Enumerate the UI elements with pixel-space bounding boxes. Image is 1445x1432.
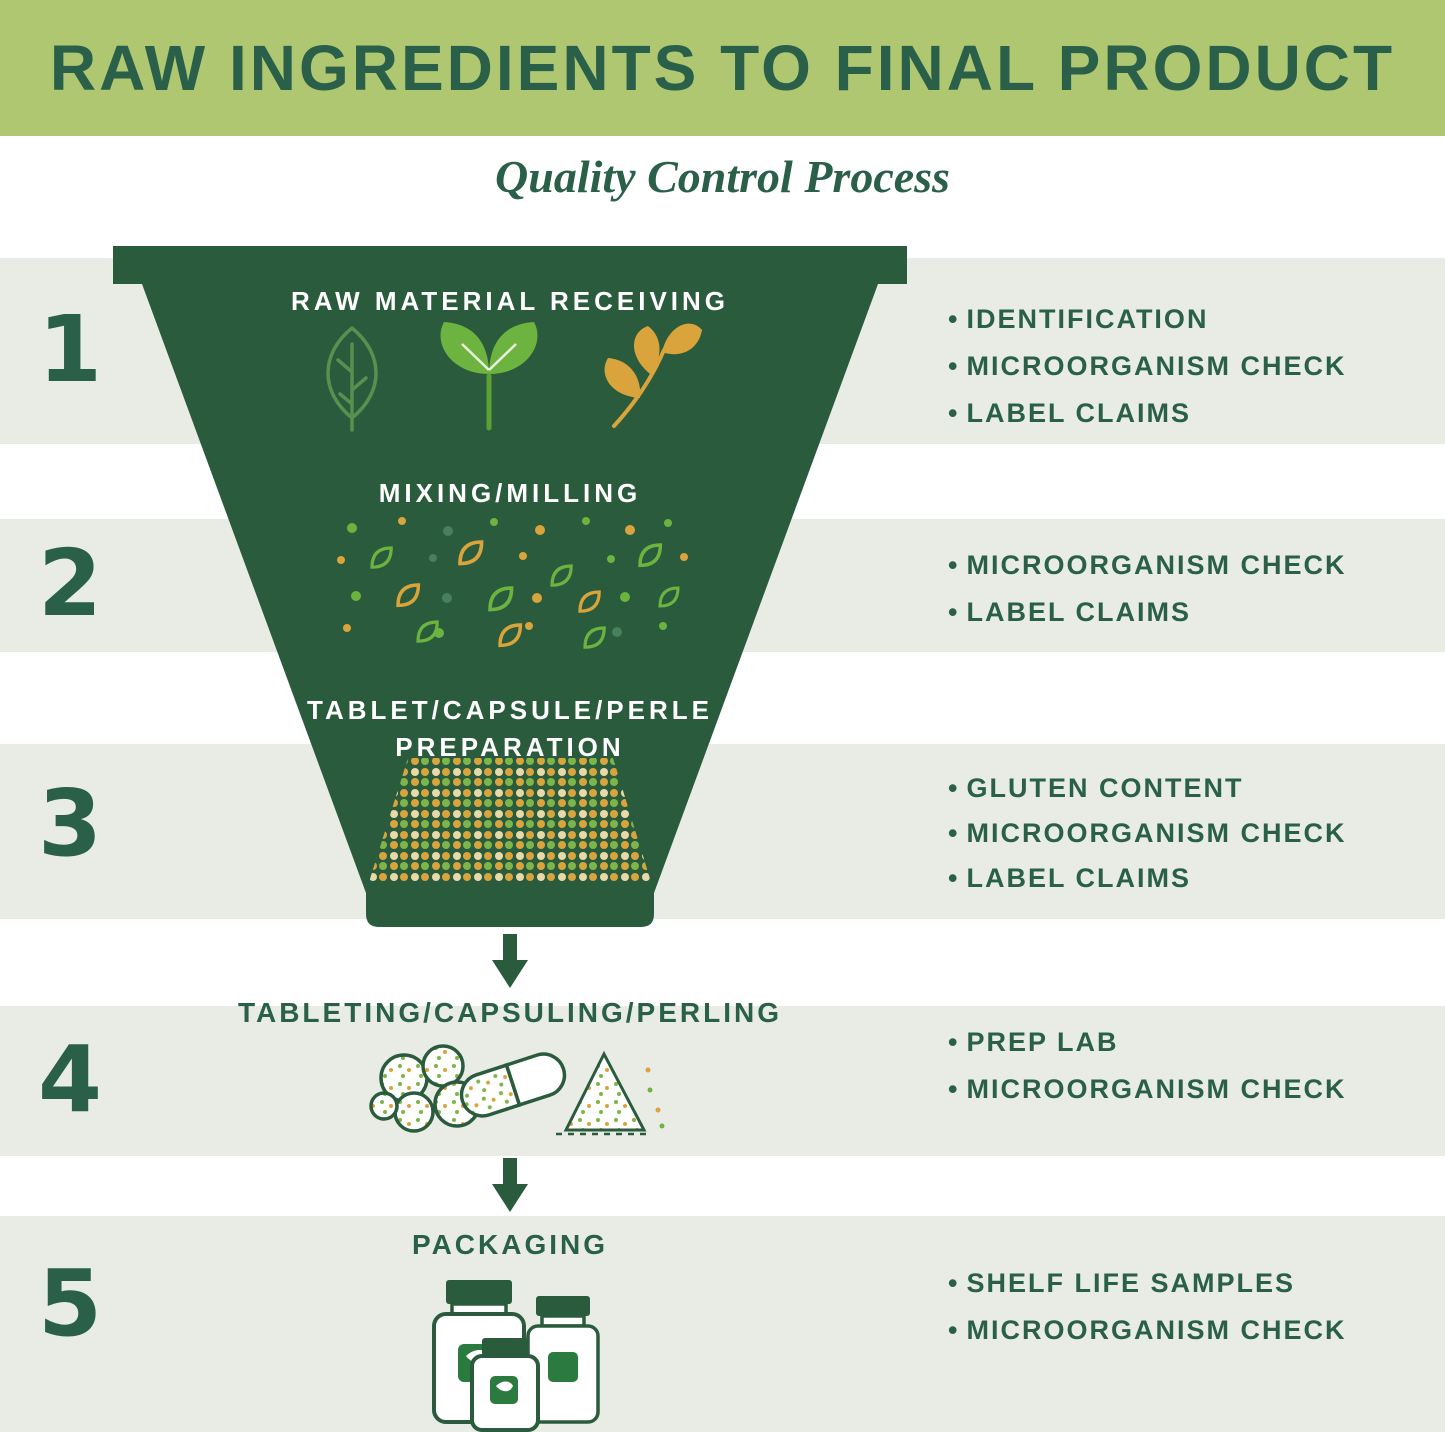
check-item: LABEL CLAIMS — [948, 856, 1346, 901]
stage2-label: MIXING/MILLING — [378, 478, 642, 508]
stage3-label: TABLET/CAPSULE/PERLE PREPARATION — [160, 692, 860, 766]
step-number-3: 3 — [37, 770, 102, 877]
check-item: LABEL CLAIMS — [948, 589, 1346, 636]
check-item: IDENTIFICATION — [948, 296, 1346, 343]
bottles-icon — [432, 1280, 600, 1432]
check-item: SHELF LIFE SAMPLES — [948, 1260, 1346, 1307]
step3-checks: GLUTEN CONTENT MICROORGANISM CHECK LABEL… — [948, 766, 1346, 901]
granule-fill-pattern — [369, 758, 651, 882]
step4-label: TABLETING/CAPSULING/PERLING — [237, 997, 783, 1028]
stage1-label: RAW MATERIAL RECEIVING — [290, 286, 730, 316]
mixing-scatter-pattern — [337, 517, 688, 649]
powder-icon — [556, 1050, 665, 1136]
tablets-icon — [369, 1044, 481, 1133]
step-number-4: 4 — [37, 1026, 102, 1133]
stage3-label-line2: PREPARATION — [395, 732, 625, 762]
check-item: MICROORGANISM CHECK — [948, 1307, 1346, 1354]
step5-label: PACKAGING — [411, 1229, 609, 1260]
sprout-icon — [440, 322, 538, 431]
page-title: RAW INGREDIENTS TO FINAL PRODUCT — [49, 32, 1396, 104]
step5-checks: SHELF LIFE SAMPLES MICROORGANISM CHECK — [948, 1260, 1346, 1354]
check-item: MICROORGANISM CHECK — [948, 1066, 1346, 1113]
subtitle: Quality Control Process — [495, 151, 950, 202]
brand-logo-icon — [548, 1352, 578, 1382]
check-item: LABEL CLAIMS — [948, 390, 1346, 437]
yellow-sprig-icon — [604, 323, 702, 428]
step-number-5: 5 — [37, 1250, 102, 1357]
check-item: PREP LAB — [948, 1019, 1346, 1066]
stage3-label-line1: TABLET/CAPSULE/PERLE — [307, 695, 713, 725]
capsule-icon — [459, 1052, 567, 1118]
title-banner: RAW INGREDIENTS TO FINAL PRODUCT — [0, 0, 1445, 136]
check-item: MICROORGANISM CHECK — [948, 811, 1346, 856]
step-number-1: 1 — [37, 296, 102, 403]
leaf-outline-icon — [326, 326, 378, 432]
step4-checks: PREP LAB MICROORGANISM CHECK — [948, 1019, 1346, 1113]
check-item: MICROORGANISM CHECK — [948, 542, 1346, 589]
check-item: MICROORGANISM CHECK — [948, 343, 1346, 390]
down-arrow-icon — [492, 934, 528, 1212]
check-item: GLUTEN CONTENT — [948, 766, 1346, 811]
step-number-2: 2 — [37, 530, 102, 637]
step1-checks: IDENTIFICATION MICROORGANISM CHECK LABEL… — [948, 296, 1346, 437]
step2-checks: MICROORGANISM CHECK LABEL CLAIMS — [948, 542, 1346, 636]
